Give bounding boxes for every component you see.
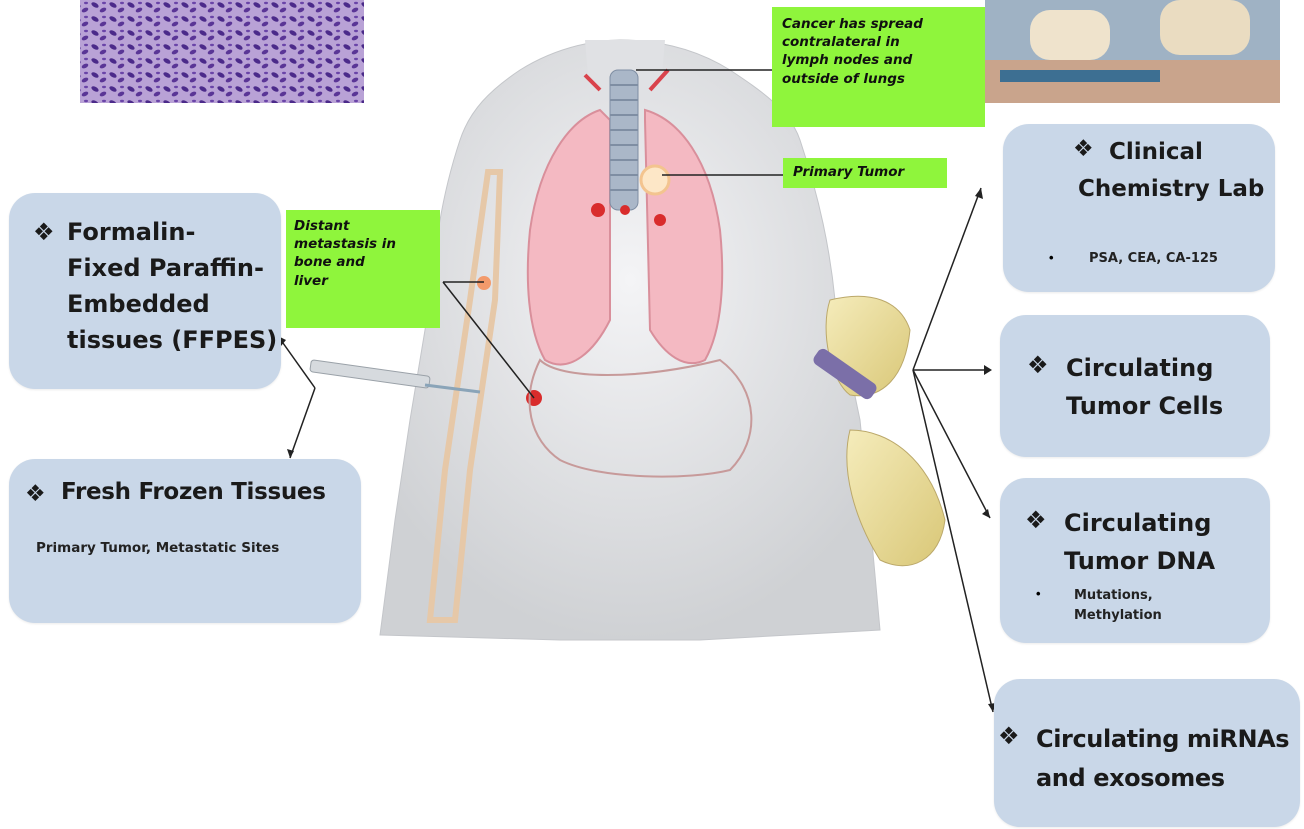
lymph-callout-line: Cancer has spread	[782, 15, 975, 33]
ffpe-title-line: Fixed Paraffin-	[67, 250, 277, 286]
ctdna-markers: Mutations, Methylation	[1074, 586, 1162, 626]
ctc-box: ❖ Circulating Tumor Cells	[1000, 315, 1270, 457]
clinical-title-line: Chemistry Lab	[1078, 171, 1264, 207]
ffpe-title-line: Formalin-	[67, 214, 277, 250]
ctdna-marker-line: Mutations,	[1074, 586, 1162, 606]
lymph-callout-line: lymph nodes and	[782, 51, 975, 69]
mirna-box: ❖ Circulating miRNAs and exosomes	[994, 679, 1300, 827]
distant-callout-line: metastasis in	[294, 235, 432, 253]
bullet-dot-icon: •	[1036, 586, 1041, 601]
mirna-title-line: and exosomes	[1036, 759, 1289, 798]
diamond-bullet-icon: ❖	[33, 218, 55, 246]
fresh-frozen-box: ❖ Fresh Frozen Tissues Primary Tumor, Me…	[9, 459, 361, 623]
mirna-title: Circulating miRNAs and exosomes	[1036, 720, 1289, 798]
bullet-dot-icon: •	[1049, 250, 1054, 265]
ffpe-title-line: Embedded	[67, 286, 277, 322]
clinical-title-line: Clinical	[1109, 134, 1203, 170]
clinical-markers: PSA, CEA, CA-125	[1089, 251, 1218, 266]
ctdna-marker-line: Methylation	[1074, 606, 1162, 626]
fresh-frozen-title: Fresh Frozen Tissues	[61, 479, 326, 505]
diamond-bullet-icon: ❖	[1027, 351, 1049, 379]
distant-metastasis-callout: Distant metastasis in bone and liver	[286, 210, 440, 328]
ctc-title-line: Tumor Cells	[1066, 387, 1223, 425]
ctdna-title-line: Tumor DNA	[1064, 542, 1215, 580]
histology-image	[80, 0, 364, 103]
ctc-title-line: Circulating	[1066, 349, 1223, 387]
lymph-callout-line: contralateral in	[782, 33, 975, 51]
distant-callout-line: liver	[294, 272, 432, 290]
ffpe-title-line: tissues (FFPES)	[67, 322, 277, 358]
ctdna-title-line: Circulating	[1064, 504, 1215, 542]
ffpe-title: Formalin- Fixed Paraffin- Embedded tissu…	[67, 214, 277, 358]
ctdna-box: ❖ Circulating Tumor DNA • Mutations, Met…	[1000, 478, 1270, 643]
ctc-title: Circulating Tumor Cells	[1066, 349, 1223, 425]
lymph-callout-line: outside of lungs	[782, 70, 975, 88]
diamond-bullet-icon: ❖	[1073, 136, 1094, 162]
diamond-bullet-icon: ❖	[1025, 506, 1047, 534]
lymph-callout: Cancer has spread contralateral in lymph…	[772, 7, 985, 127]
diamond-bullet-icon: ❖	[25, 481, 46, 507]
diamond-bullet-icon: ❖	[998, 722, 1020, 750]
mirna-title-line: Circulating miRNAs	[1036, 720, 1289, 759]
distant-callout-line: bone and	[294, 253, 432, 271]
blood-draw-photo	[985, 0, 1280, 103]
primary-tumor-callout: Primary Tumor	[783, 158, 947, 188]
tumor-marker	[641, 166, 669, 194]
clinical-chemistry-box: ❖ Clinical Chemistry Lab • PSA, CEA, CA-…	[1003, 124, 1275, 292]
ffpe-box: ❖ Formalin- Fixed Paraffin- Embedded tis…	[9, 193, 281, 389]
ctdna-title: Circulating Tumor DNA	[1064, 504, 1215, 580]
fresh-frozen-sub: Primary Tumor, Metastatic Sites	[36, 540, 279, 556]
distant-callout-line: Distant	[294, 217, 432, 235]
